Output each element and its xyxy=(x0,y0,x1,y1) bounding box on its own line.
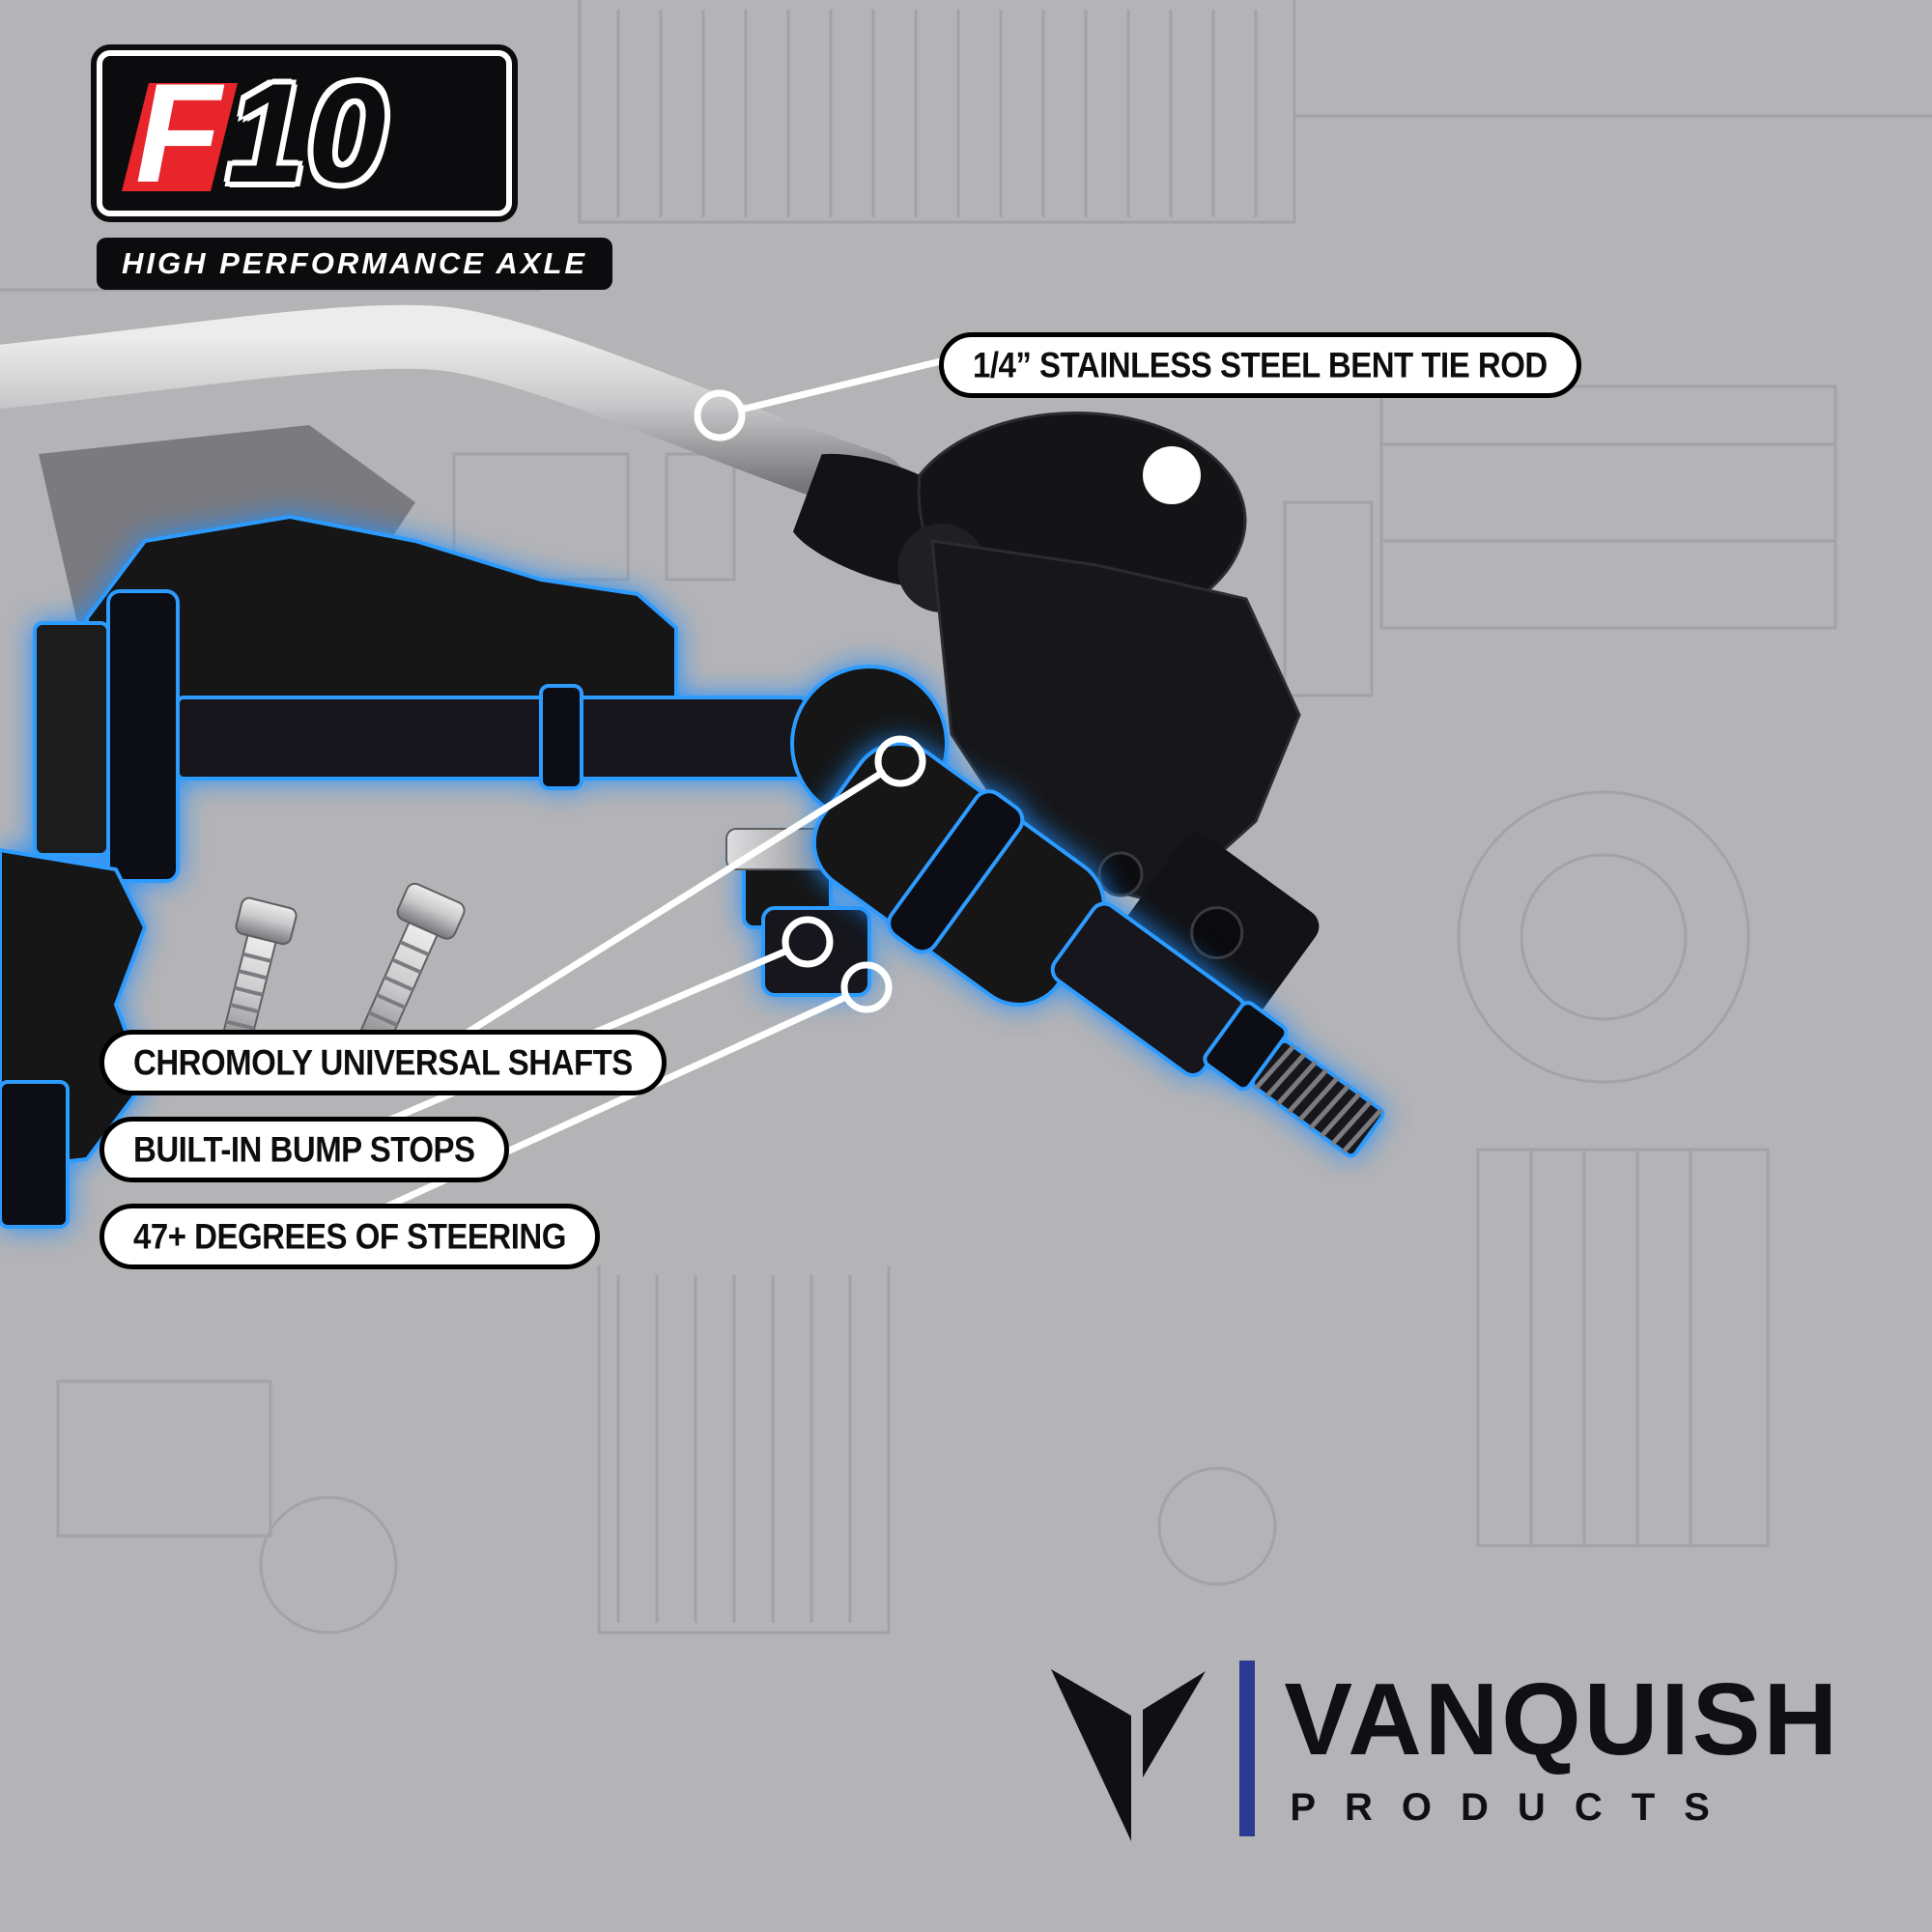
callout-universal-shafts: CHROMOLY UNIVERSAL SHAFTS xyxy=(99,1030,667,1095)
cvd-stub-group xyxy=(811,741,1385,1158)
callout-steering-label: 47+ DEGREES OF STEERING xyxy=(133,1215,566,1257)
vanquish-brand: VANQUISH PRODUCTS xyxy=(1046,1652,1840,1845)
f10-letter-f: F xyxy=(135,54,221,212)
brand-division: PRODUCTS xyxy=(1290,1785,1739,1829)
knuckle-body-shape xyxy=(930,539,1301,905)
f10-number-10: 10 xyxy=(227,54,388,212)
arm-mount-hole xyxy=(1143,446,1201,504)
callout-bump-stops-label: BUILT-IN BUMP STOPS xyxy=(133,1128,475,1170)
hub-behind-shape xyxy=(33,621,110,857)
steering-knuckle-group xyxy=(792,412,1320,1034)
callout-tie-rod: 1/4” STAINLESS STEEL BENT TIE ROD xyxy=(939,332,1581,398)
callout-universal-shafts-label: CHROMOLY UNIVERSAL SHAFTS xyxy=(133,1041,633,1083)
universal-shaft-shape xyxy=(176,696,808,781)
callout-tie-rod-label: 1/4” STAINLESS STEEL BENT TIE ROD xyxy=(973,344,1548,385)
brand-divider-bar xyxy=(1239,1661,1256,1836)
vanquish-chevron-icon xyxy=(1051,1669,1207,1841)
brand-name: VANQUISH xyxy=(1284,1662,1840,1776)
drive-flange-shape xyxy=(106,589,180,883)
callout-steering: 47+ DEGREES OF STEERING xyxy=(99,1204,600,1269)
f10-tagline: HIGH PERFORMANCE AXLE xyxy=(97,238,613,290)
f10-logo: F 10 HIGH PERFORMANCE AXLE xyxy=(97,50,613,290)
brand-text: VANQUISH PRODUCTS xyxy=(1284,1668,1840,1830)
callout-bump-stops: BUILT-IN BUMP STOPS xyxy=(99,1117,509,1182)
f10-logo-box: F 10 xyxy=(97,50,512,216)
